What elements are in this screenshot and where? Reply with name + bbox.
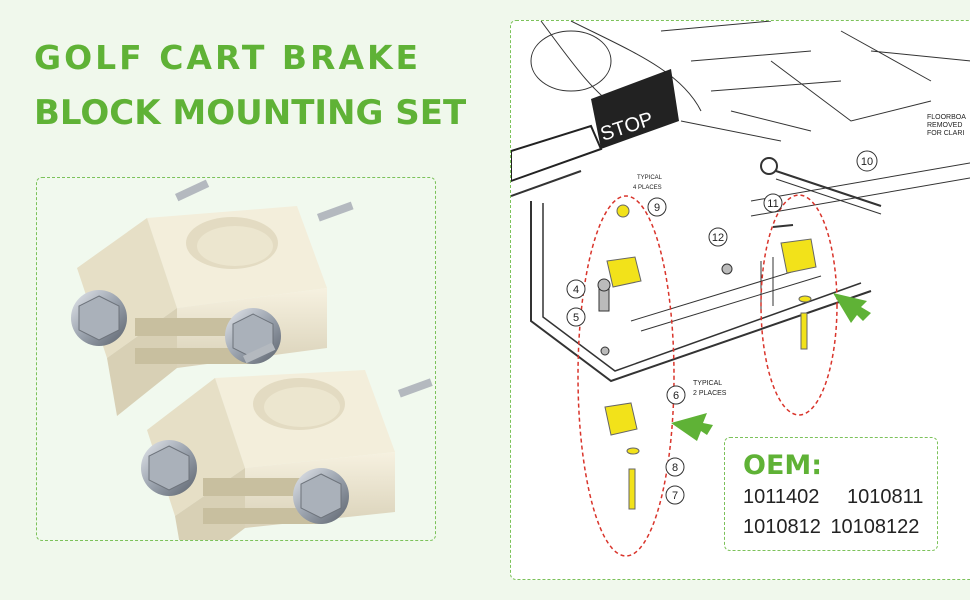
typical-4-line-1: TYPICAL (637, 175, 663, 181)
callout-ellipse-left (577, 195, 675, 557)
oem-title: OEM: (743, 450, 823, 481)
callout-8: 8 (672, 462, 678, 474)
callout-10: 10 (861, 156, 873, 168)
brake-block-2 (141, 342, 433, 574)
product-title-line-2: BLOCK MOUNTING SET (34, 93, 467, 133)
typical-4-line-2: 4 PLACES (633, 185, 662, 191)
callout-12: 12 (712, 232, 724, 244)
callout-6: 6 (673, 390, 679, 402)
oem-code: 1011402 (743, 486, 820, 508)
parts-diagram-panel: STOP (510, 20, 970, 580)
oem-code: 1010811 (846, 486, 924, 508)
oem-row-1: 1011402 1010811 (743, 486, 923, 509)
oem-box: OEM: 1011402 1010811 1010812 10108122 (724, 437, 938, 551)
green-arrows (671, 293, 871, 441)
yellow-brake-blocks (604, 204, 817, 510)
product-title-line-1: GOLF CART BRAKE (34, 38, 422, 77)
callout-11: 11 (767, 198, 778, 210)
oem-code: 1010812 (743, 516, 821, 538)
brake-block-photo (71, 179, 433, 574)
typical-2-line-1: TYPICAL (693, 380, 722, 387)
parts-diagram: STOP (511, 21, 970, 557)
callout-ellipse-right (760, 194, 838, 416)
callout-4: 4 (573, 284, 579, 296)
oem-code: 10108122 (830, 516, 920, 538)
callout-9: 9 (654, 202, 660, 214)
callout-5: 5 (573, 312, 579, 324)
brake-rod (760, 157, 882, 215)
floorboard-note-1: FLOORBOA (927, 114, 966, 121)
floorboard-note-2: REMOVED (927, 122, 962, 129)
callout-7: 7 (672, 490, 678, 502)
floorboard-note-3: FOR CLARI (927, 130, 964, 137)
product-photo-panel (36, 177, 436, 574)
typical-2-line-2: 2 PLACES (693, 390, 727, 397)
oem-row-2: 1010812 10108122 (743, 516, 919, 539)
stop-pedal: STOP (511, 69, 679, 183)
